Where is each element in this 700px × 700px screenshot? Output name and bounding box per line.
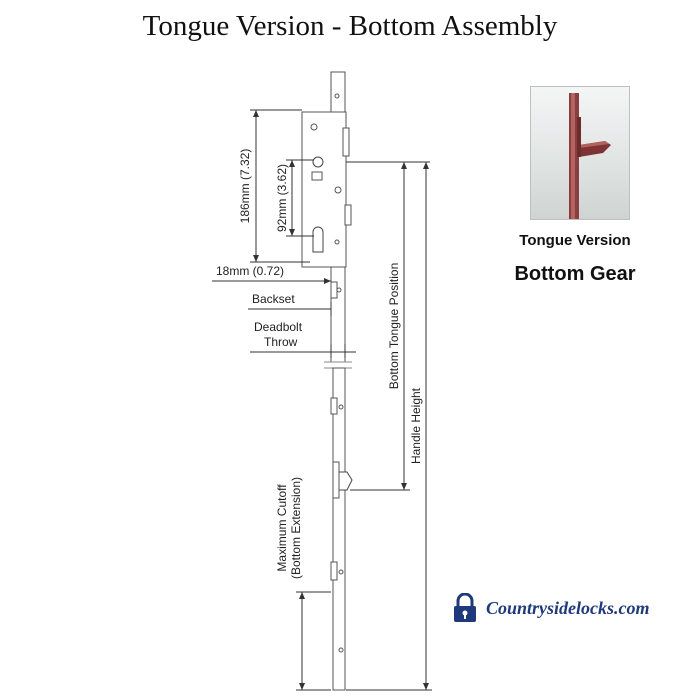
lock-faceplate-lower bbox=[332, 367, 346, 691]
page-title: Tongue Version - Bottom Assembly bbox=[142, 10, 558, 42]
dim-92-label: 92mm (3.62) bbox=[275, 164, 289, 232]
dim-18-label: 18mm (0.72) bbox=[216, 264, 284, 278]
brand-logo[interactable]: Countrysidelocks.com bbox=[452, 592, 650, 624]
backset-label: Backset bbox=[252, 292, 295, 306]
max-cutoff-label-2: (Bottom Extension) bbox=[289, 477, 303, 579]
tongue-gear-photo bbox=[530, 86, 630, 220]
bottom-gear-caption: Bottom Gear bbox=[514, 263, 636, 285]
deadbolt-label-2: Throw bbox=[264, 335, 298, 349]
padlock-icon bbox=[454, 593, 476, 622]
handle-height-label: Handle Height bbox=[409, 387, 423, 464]
brand-text[interactable]: Countrysidelocks.com bbox=[486, 597, 650, 618]
deadbolt-label-1: Deadbolt bbox=[254, 320, 303, 334]
max-cutoff-label-1: Maximum Cutoff bbox=[275, 484, 289, 572]
tongue-gear-photo-icon bbox=[569, 93, 611, 219]
dim-186-label: 186mm (7.32) bbox=[238, 149, 252, 224]
euro-cylinder-hole bbox=[312, 226, 324, 253]
spindle-hole bbox=[312, 156, 324, 168]
tongue-version-caption: Tongue Version bbox=[519, 232, 631, 249]
bottom-tongue-position-label: Bottom Tongue Position bbox=[387, 263, 401, 390]
